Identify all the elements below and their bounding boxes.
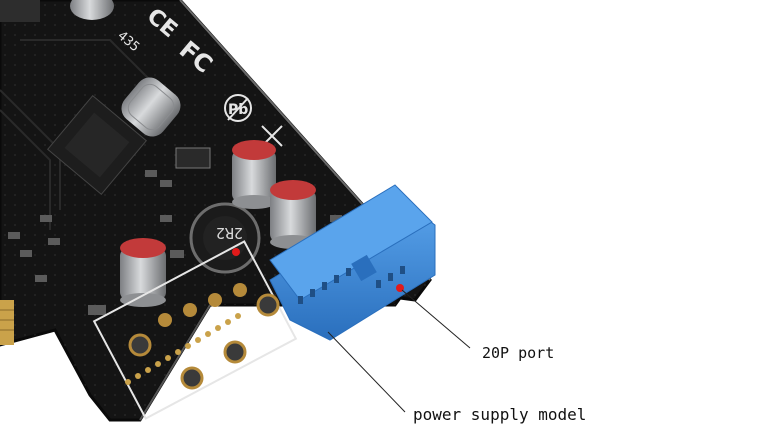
main-controller-chip [46, 94, 148, 196]
header-pins [298, 266, 405, 304]
capacitor-2 [270, 180, 316, 249]
smd-components [8, 147, 342, 315]
blue-20p-header [269, 184, 436, 341]
gold-edge-fingers [0, 300, 14, 345]
callout-line-port [401, 289, 471, 349]
power-connector-footprint [92, 240, 298, 420]
crystal-oscillator [121, 77, 181, 137]
usb-port-edge [0, 0, 40, 22]
inductor-2r2: 2R2 [189, 202, 261, 274]
capacitor-1 [232, 140, 276, 209]
capacitor-3 [120, 238, 166, 307]
top-standoff [70, 0, 114, 20]
marker-dot-inductor [232, 248, 240, 256]
inductor-marking: 2R2 [216, 224, 243, 242]
callout-label-20p-port: 20P port [482, 344, 555, 362]
callout-line-power [327, 331, 406, 413]
callout-label-power-supply: power supply model [413, 405, 587, 424]
